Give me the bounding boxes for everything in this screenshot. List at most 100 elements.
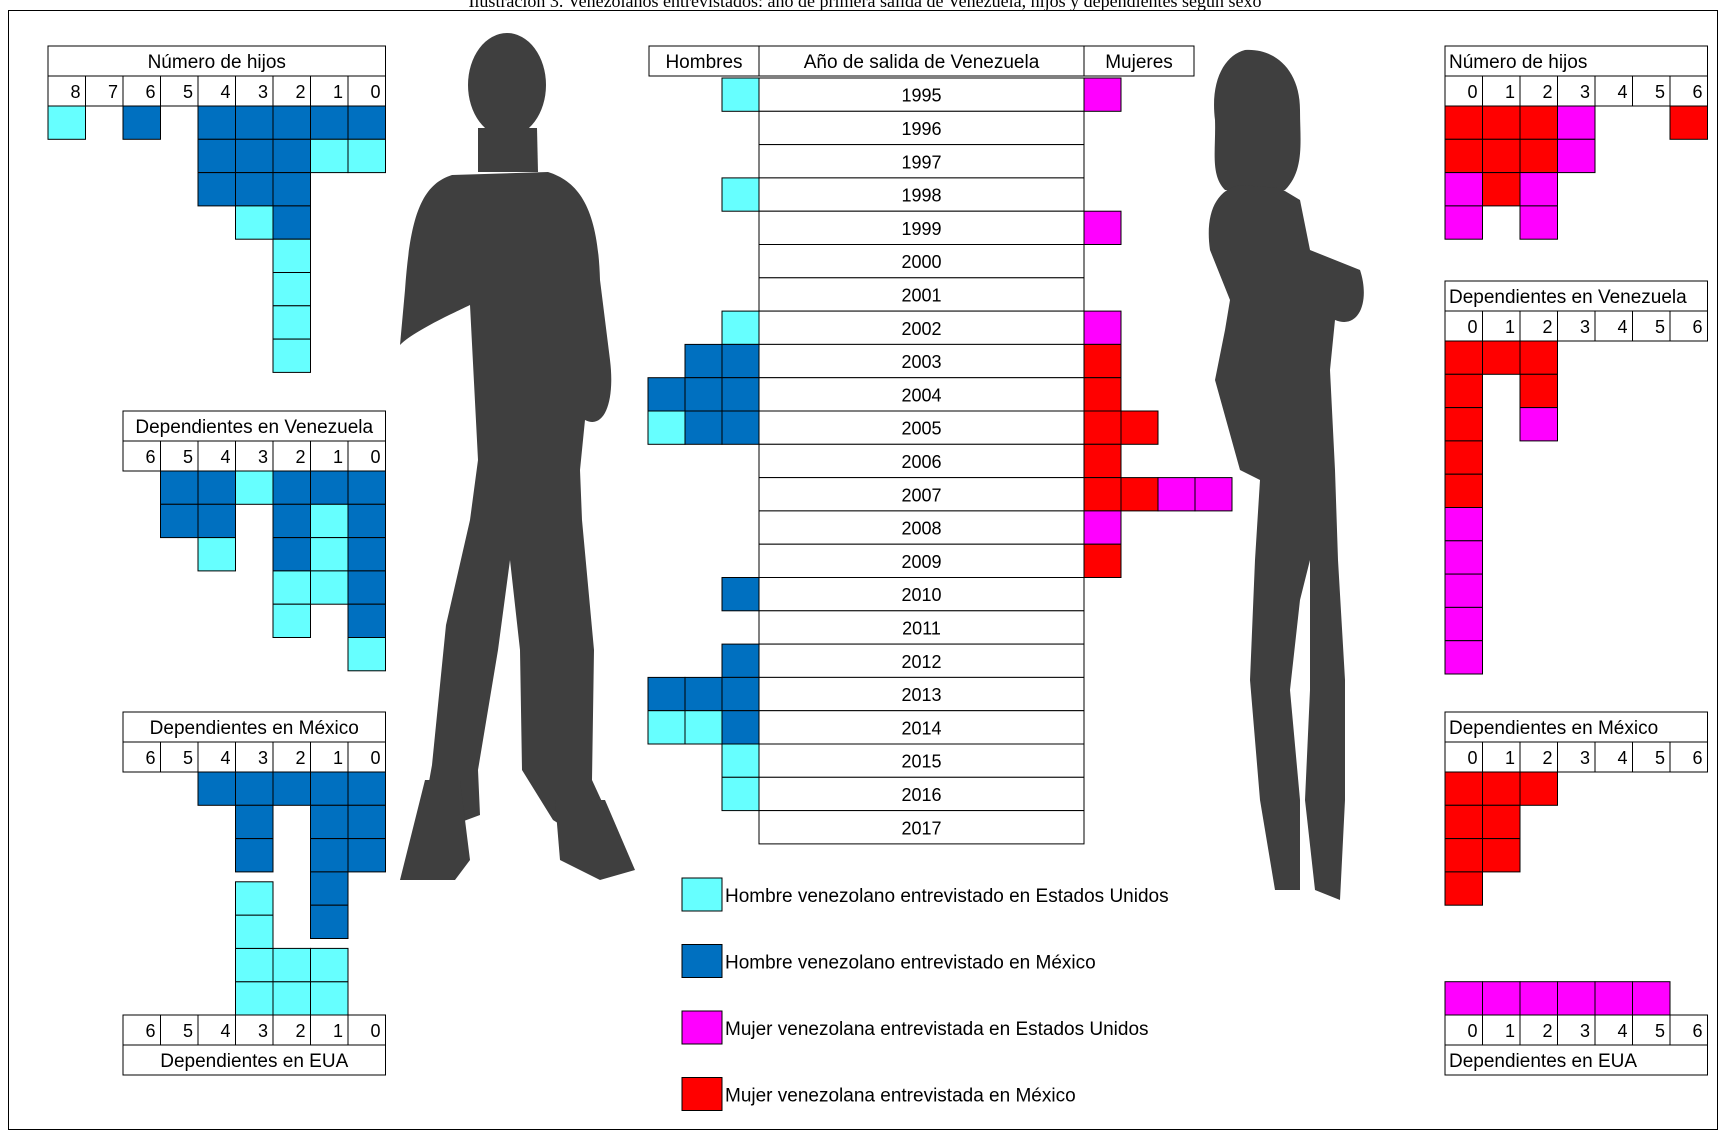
category-cell: [1594, 741, 1633, 773]
category-cell: [1594, 310, 1633, 342]
year-label: 2003: [901, 352, 941, 372]
stack-cell: [1557, 981, 1596, 1016]
category-label: 4: [220, 748, 230, 768]
women-year-cell: [1083, 77, 1122, 112]
stack-cell: [310, 838, 349, 873]
stack-cell: [1519, 138, 1558, 174]
panel-title-box: [1444, 45, 1708, 77]
year-label: 2002: [901, 319, 941, 339]
category-cell: [310, 440, 349, 472]
category-cell: [1557, 1014, 1596, 1046]
category-cell: [1482, 1014, 1521, 1046]
category-cell: [347, 1014, 386, 1046]
category-cell: [235, 75, 274, 107]
category-label: 6: [145, 82, 155, 102]
year-row: [758, 643, 1085, 678]
legend-item: Hombre venezolano entrevistado en Estado…: [681, 877, 1169, 912]
category-cell: [1557, 310, 1596, 342]
figure-frame: [8, 10, 1718, 1130]
stack-cell: [1482, 838, 1521, 873]
category-label: 4: [1617, 82, 1627, 102]
stack-cell: [272, 105, 311, 140]
category-label: 5: [1655, 748, 1665, 768]
category-label: 1: [333, 82, 343, 102]
stack-cell: [272, 238, 311, 273]
men-year-cell: [721, 310, 760, 345]
category-label: 5: [1655, 1021, 1665, 1041]
stack-cell: [1444, 573, 1483, 608]
category-label: 2: [1542, 1021, 1552, 1041]
year-label: 2017: [901, 818, 941, 838]
year-row: [758, 776, 1085, 812]
legend-label: Mujer venezolana entrevistada en México: [725, 1086, 1076, 1107]
women-year-cell: [1157, 477, 1196, 512]
category-label: 2: [295, 748, 305, 768]
stack-cell: [310, 503, 349, 539]
men-year-cell: [721, 177, 760, 212]
stack-cell: [197, 470, 236, 505]
legend-swatch: [681, 1077, 723, 1111]
year-label: 2007: [901, 485, 941, 505]
men-year-cell: [721, 643, 760, 678]
stack-cell: [1519, 407, 1558, 442]
category-cell: [1669, 310, 1708, 342]
stack-cell: [347, 804, 386, 840]
stack-cell: [235, 172, 274, 207]
stack-cell: [347, 603, 386, 639]
category-label: 4: [1617, 1021, 1627, 1041]
year-row: [758, 177, 1085, 212]
women-year-cell: [1083, 343, 1122, 379]
year-row: [758, 810, 1085, 845]
category-label: 6: [145, 1021, 155, 1041]
year-label: 2009: [901, 552, 941, 572]
women-year-cell: [1083, 310, 1122, 345]
category-label: 8: [70, 82, 80, 102]
stack-cell: [235, 771, 274, 806]
stack-cell: [235, 914, 274, 949]
category-cell: [272, 440, 311, 472]
year-row: [758, 210, 1085, 245]
category-label: 3: [258, 1021, 268, 1041]
category-label: 6: [1692, 748, 1702, 768]
panel-title-box: [47, 45, 386, 77]
panel-title: Número de hijos: [1449, 52, 1587, 73]
stack-cell: [1594, 981, 1633, 1016]
year-label: 1999: [901, 219, 941, 239]
stack-cell: [347, 838, 386, 873]
category-label: 6: [1692, 1021, 1702, 1041]
stack-cell: [197, 172, 236, 207]
category-cell: [272, 1014, 311, 1046]
category-label: 1: [1505, 82, 1515, 102]
category-cell: [197, 741, 236, 773]
category-label: 4: [1617, 317, 1627, 337]
category-cell: [1519, 310, 1558, 342]
stack-cell: [1444, 981, 1483, 1016]
category-cell: [197, 1014, 236, 1046]
category-cell: [347, 741, 386, 773]
women-year-cell: [1083, 210, 1122, 245]
stack-cell: [235, 947, 274, 983]
men-year-cell: [684, 377, 723, 412]
stack-cell: [1519, 172, 1558, 207]
stack-cell: [1444, 804, 1483, 840]
stack-cell: [235, 105, 274, 140]
category-cell: [160, 440, 199, 472]
category-cell: [1444, 1014, 1483, 1046]
category-label: 3: [1580, 82, 1590, 102]
category-label: 4: [1617, 748, 1627, 768]
legend-label: Hombre venezolano entrevistado en Estado…: [725, 886, 1169, 907]
year-label: 1996: [901, 119, 941, 139]
stack-cell: [310, 981, 349, 1016]
category-label: 1: [1505, 317, 1515, 337]
category-label: 3: [258, 447, 268, 467]
category-label: 0: [1467, 82, 1477, 102]
category-label: 1: [1505, 1021, 1515, 1041]
men-year-cell: [721, 577, 760, 612]
year-row: [758, 343, 1085, 379]
category-label: 3: [1580, 748, 1590, 768]
category-label: 4: [220, 82, 230, 102]
category-cell: [235, 1014, 274, 1046]
stack-cell: [272, 570, 311, 605]
